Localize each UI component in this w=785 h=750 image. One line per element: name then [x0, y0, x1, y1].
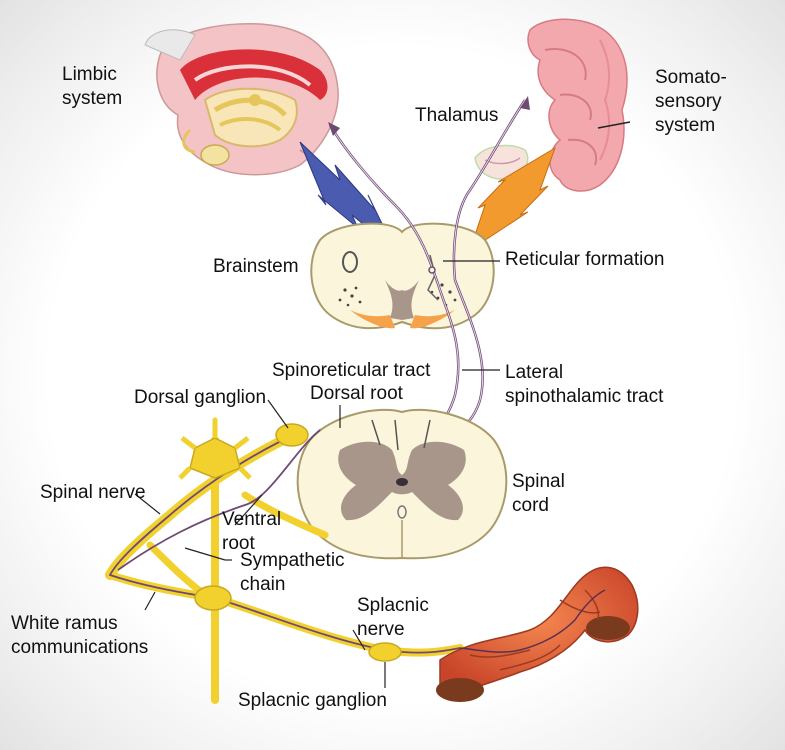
brainstem-section	[310, 222, 495, 330]
arrowhead-limbic	[328, 122, 340, 136]
label-somatosensory-system: Somato- sensory system	[655, 66, 727, 138]
label-lateral-line2: spinothalamic tract	[505, 386, 664, 407]
label-dorsal-ganglion: Dorsal ganglion	[134, 387, 267, 408]
label-limbic-system: Limbic system	[62, 63, 122, 111]
label-splacnic-ganglion: Splacnic ganglion	[238, 690, 387, 711]
arrowhead-cortex	[520, 96, 530, 110]
label-ventral-line2: root	[222, 533, 255, 554]
label-sympathetic-chain: Sympathetic chain	[240, 549, 345, 597]
label-spinal-cord-line2: cord	[512, 495, 549, 516]
label-lateral-line1: Lateral	[505, 362, 564, 383]
label-white-ramus-communications: White ramus communications	[11, 612, 148, 660]
label-splacnic-nerve: Splacnic nerve	[357, 594, 429, 642]
label-spinal-cord: Spinal cord	[512, 470, 565, 518]
label-reticular-formation: Reticular formation	[505, 249, 665, 270]
label-sympathetic-line2: chain	[240, 574, 286, 595]
label-spinal-cord-line1: Spinal	[512, 471, 565, 492]
label-white-ramus-line1: White ramus	[11, 613, 118, 634]
label-somato-line1: Somato-	[655, 67, 727, 88]
label-spinal-nerve: Spinal nerve	[40, 482, 146, 503]
label-ventral-line1: Ventral	[222, 509, 282, 530]
label-splacnic-nerve-line2: nerve	[357, 619, 405, 640]
ganglia	[178, 420, 402, 662]
label-limbic-line2: system	[62, 88, 123, 109]
somatosensory-cortex-illustration	[527, 18, 631, 192]
label-white-ramus-line2: communications	[11, 637, 149, 658]
label-somato-line2: sensory	[655, 91, 722, 112]
limbic-system-illustration	[144, 23, 339, 176]
label-lateral-spinothalamic-tract: Lateral spinothalamic tract	[505, 361, 663, 409]
label-sympathetic-line1: Sympathetic	[240, 550, 345, 571]
label-thalamus: Thalamus	[415, 105, 499, 126]
spinal-cord-section	[296, 408, 508, 560]
label-ventral-root: Ventral root	[222, 508, 281, 556]
label-spinoreticular-tract: Spinoreticular tract	[272, 360, 431, 381]
label-brainstem: Brainstem	[213, 256, 299, 277]
label-limbic-line1: Limbic	[62, 64, 117, 85]
label-dorsal-root: Dorsal root	[310, 383, 403, 404]
label-splacnic-nerve-line1: Splacnic	[357, 595, 429, 616]
leader-lines	[134, 260, 500, 688]
intestine-illustration	[436, 566, 639, 702]
label-somato-line3: system	[655, 115, 716, 136]
